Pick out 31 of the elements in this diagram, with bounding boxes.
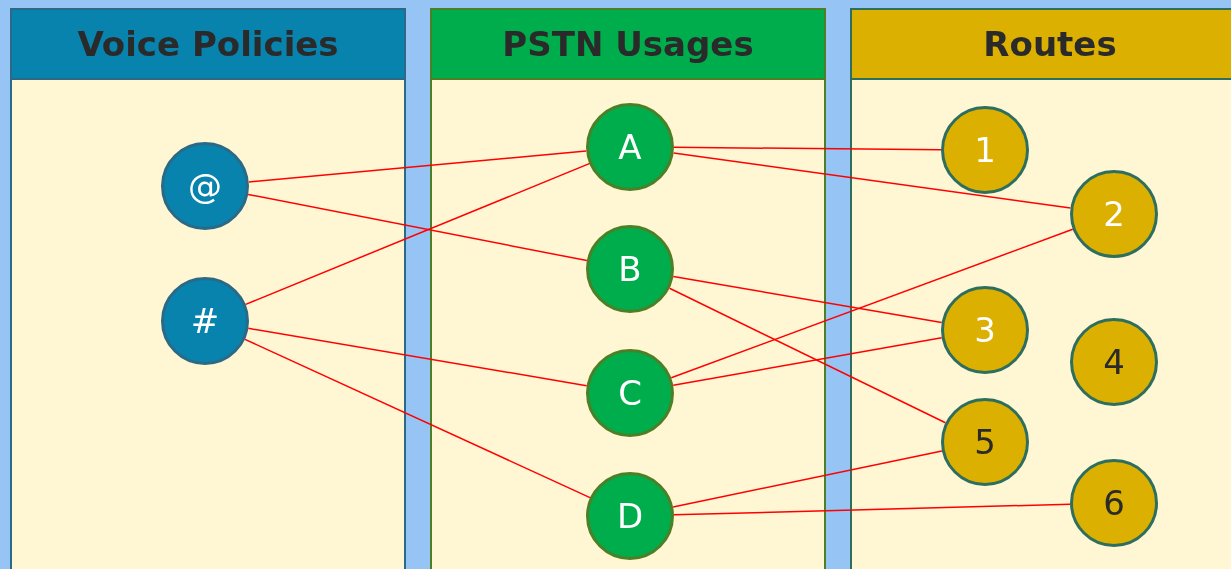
circle-node: 6 [1070,459,1158,547]
circle-node: # [161,277,249,365]
circle-node: 1 [941,106,1029,194]
circle-node: D [586,472,674,560]
circle-node: A [586,103,674,191]
column-panel [10,8,406,569]
panel-heading: Routes [852,10,1231,80]
connector-line [670,228,1074,379]
connector-line [247,327,588,387]
connector-line [244,162,591,306]
connector-line [244,338,591,499]
circle-node: 4 [1070,318,1158,406]
circle-node: @ [161,142,249,230]
panel-heading: Voice Policies [12,10,404,80]
connector-line [673,146,942,151]
circle-node: C [586,349,674,437]
column-panel [430,8,826,569]
connector-line [248,150,587,183]
connector-line [673,503,1071,516]
circle-node: 5 [941,398,1029,486]
connector-line [668,287,947,424]
connector-line [672,450,943,508]
connector-line [672,275,943,324]
connector-line [672,152,1072,209]
column-panel [850,8,1231,569]
panel-heading: PSTN Usages [432,10,824,80]
connector-line [672,336,943,387]
circle-node: 2 [1070,170,1158,258]
circle-node: B [586,225,674,313]
connector-line [247,193,588,262]
circle-node: 3 [941,286,1029,374]
